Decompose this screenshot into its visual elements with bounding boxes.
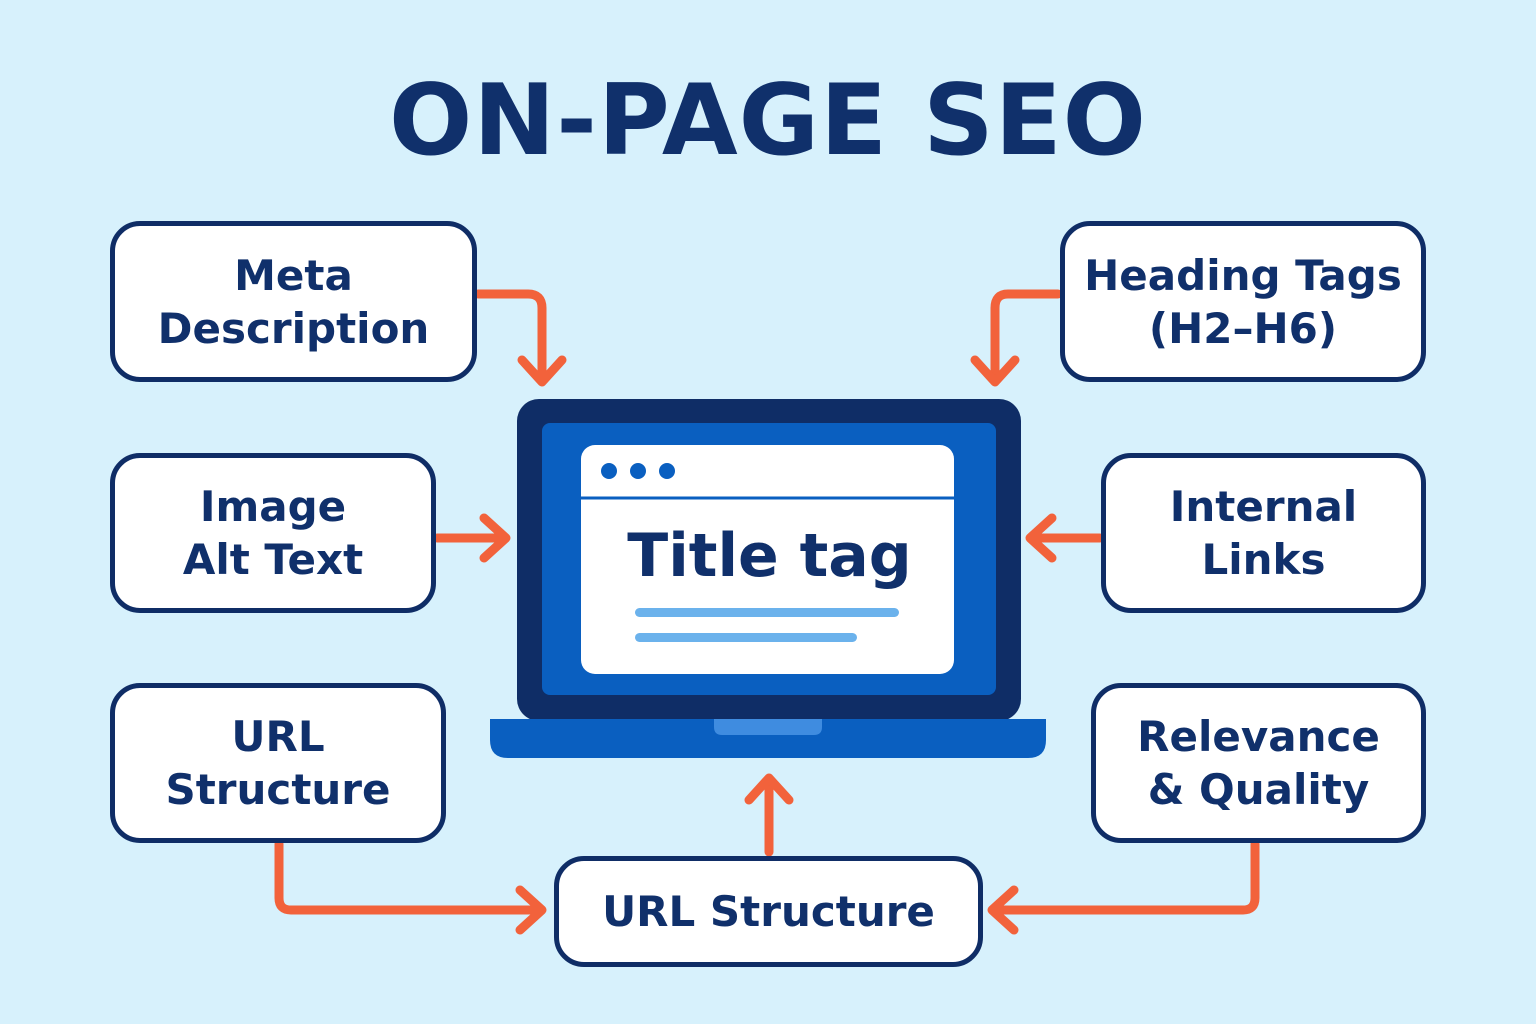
text-line-placeholder <box>635 608 899 617</box>
title-tag-label: Title tag <box>627 521 912 591</box>
laptop-base <box>490 719 1046 758</box>
node-meta-description: Meta Description <box>110 221 477 382</box>
window-dot-icon <box>659 463 675 479</box>
node-url-structure-left: URL Structure <box>110 683 446 843</box>
node-image-alt-text: Image Alt Text <box>110 453 436 613</box>
node-url-structure-bottom: URL Structure <box>554 856 983 967</box>
node-heading-tags: Heading Tags (H2–H6) <box>1060 221 1426 382</box>
arrow-heading-tags <box>990 289 1063 383</box>
node-internal-links: Internal Links <box>1101 453 1426 613</box>
arrow-meta-description <box>473 289 547 383</box>
arrow-relevance-quality <box>991 839 1260 915</box>
text-line-placeholder <box>635 633 857 642</box>
diagram-title: ON-PAGE SEO <box>388 64 1147 178</box>
node-relevance-quality: Relevance & Quality <box>1091 683 1426 843</box>
arrow-url-structure-left <box>274 839 543 915</box>
window-dot-icon <box>601 463 617 479</box>
window-dot-icon <box>630 463 646 479</box>
laptop-notch <box>714 719 822 735</box>
